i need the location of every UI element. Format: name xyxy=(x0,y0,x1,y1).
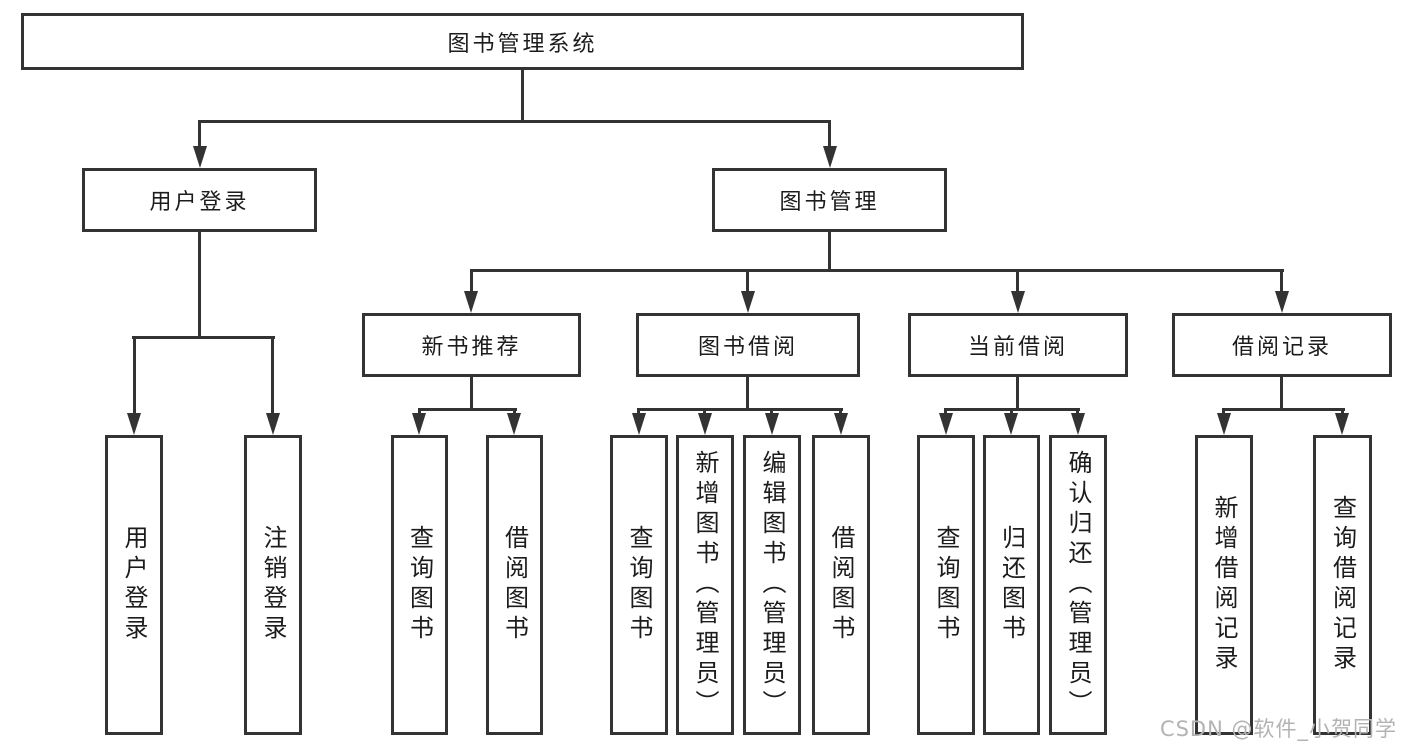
leaf-edit-book-admin: 编辑图书（管理员） xyxy=(743,435,801,735)
leaf-add-book-admin: 新增图书（管理员） xyxy=(676,435,734,735)
connector-line xyxy=(770,408,773,417)
arrowhead-down-icon xyxy=(632,413,646,435)
connector-line xyxy=(133,336,136,417)
node-user-login: 用户登录 xyxy=(82,168,317,232)
connector-line xyxy=(198,120,831,123)
arrowhead-down-icon xyxy=(1217,413,1231,435)
node-book-management: 图书管理 xyxy=(712,168,947,232)
leaf-borrow-books-recommend: 借阅图书 xyxy=(486,435,543,735)
connector-line xyxy=(418,408,421,417)
arrowhead-down-icon xyxy=(1071,413,1085,435)
connector-line xyxy=(470,269,1284,272)
arrowhead-down-icon xyxy=(1011,291,1025,313)
leaf-add-borrow-record: 新增借阅记录 xyxy=(1195,435,1253,735)
connector-line xyxy=(418,408,517,411)
connector-line xyxy=(1016,377,1019,411)
connector-line xyxy=(839,408,842,417)
connector-line xyxy=(1222,408,1225,417)
node-new-book-recommend: 新书推荐 xyxy=(362,313,581,377)
node-root: 图书管理系统 xyxy=(21,13,1024,70)
connector-line xyxy=(944,408,947,417)
arrowhead-down-icon xyxy=(266,413,280,435)
connector-line xyxy=(470,269,473,295)
connector-line xyxy=(198,232,201,339)
connector-line xyxy=(637,408,640,417)
connector-line xyxy=(746,269,749,295)
connector-line xyxy=(637,408,843,411)
connector-line xyxy=(1280,269,1283,295)
leaf-return-book: 归还图书 xyxy=(983,435,1040,735)
leaf-query-books-borrow: 查询图书 xyxy=(610,435,668,735)
connector-line xyxy=(1280,377,1283,411)
leaf-user-login: 用户登录 xyxy=(105,435,163,735)
connector-line xyxy=(513,408,516,417)
leaf-logout: 注销登录 xyxy=(244,435,302,735)
arrowhead-down-icon xyxy=(698,413,712,435)
leaf-borrow-books: 借阅图书 xyxy=(812,435,870,735)
arrowhead-down-icon xyxy=(507,413,521,435)
arrowhead-down-icon xyxy=(412,413,426,435)
arrowhead-down-icon xyxy=(939,413,953,435)
arrowhead-down-icon xyxy=(1335,413,1349,435)
node-book-borrow: 图书借阅 xyxy=(636,313,860,377)
leaf-query-books-recommend: 查询图书 xyxy=(391,435,448,735)
connector-line xyxy=(271,336,274,417)
connector-line xyxy=(1010,408,1013,417)
leaf-query-books-current: 查询图书 xyxy=(917,435,975,735)
node-current-borrow: 当前借阅 xyxy=(908,313,1128,377)
connector-line xyxy=(828,232,831,272)
connector-line xyxy=(703,408,706,417)
arrowhead-down-icon xyxy=(464,291,478,313)
connector-line xyxy=(1016,269,1019,295)
arrowhead-down-icon xyxy=(823,146,837,168)
watermark: CSDN @软件_小贺同学 xyxy=(1159,717,1397,741)
connector-line xyxy=(198,120,201,150)
arrowhead-down-icon xyxy=(765,413,779,435)
connector-line xyxy=(828,120,831,150)
connector-line xyxy=(746,377,749,411)
connector-line xyxy=(470,377,473,411)
connector-line xyxy=(1076,408,1079,417)
connector-line xyxy=(521,69,524,123)
arrowhead-down-icon xyxy=(1004,413,1018,435)
connector-line xyxy=(132,336,275,339)
connector-line xyxy=(1222,408,1345,411)
arrowhead-down-icon xyxy=(834,413,848,435)
leaf-query-borrow-record: 查询借阅记录 xyxy=(1313,435,1372,735)
connector-line xyxy=(1341,408,1344,417)
node-borrow-record: 借阅记录 xyxy=(1172,313,1392,377)
arrowhead-down-icon xyxy=(127,413,141,435)
leaf-confirm-return-admin: 确认归还（管理员） xyxy=(1049,435,1107,735)
arrowhead-down-icon xyxy=(1275,291,1289,313)
arrowhead-down-icon xyxy=(193,146,207,168)
arrowhead-down-icon xyxy=(741,291,755,313)
